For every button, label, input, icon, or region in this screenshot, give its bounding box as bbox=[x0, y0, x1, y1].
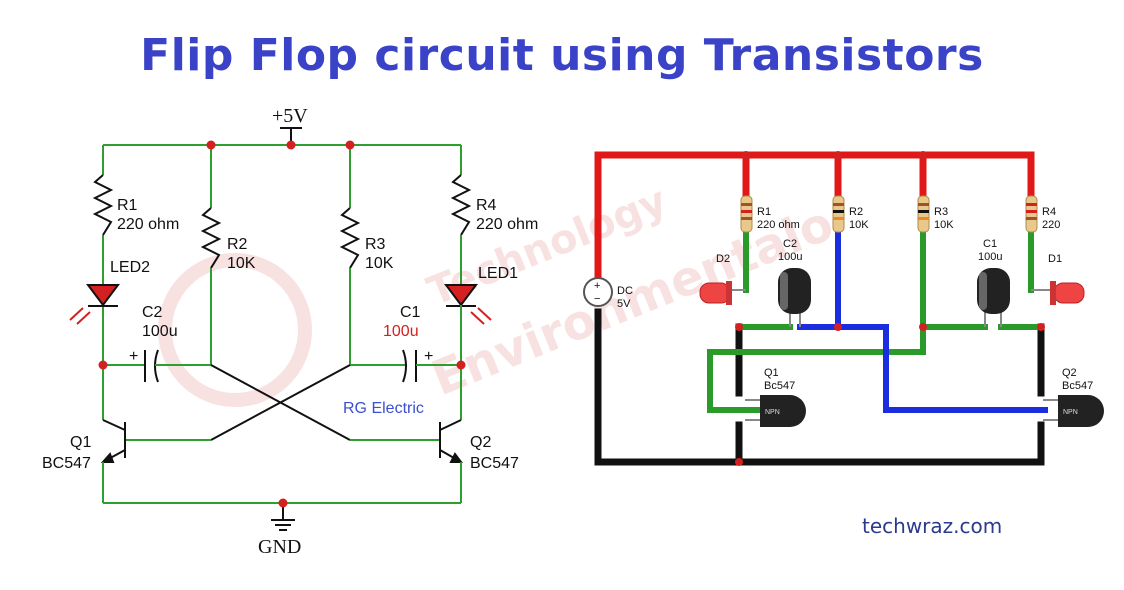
bb-q1-name: Q1 bbox=[764, 367, 779, 379]
bb-r1-name: R1 bbox=[757, 206, 771, 218]
r2-name: R2 bbox=[227, 236, 248, 253]
led2-label: LED2 bbox=[110, 259, 150, 276]
bb-r4-value: 220 bbox=[1042, 219, 1060, 231]
bb-q2-name: Q2 bbox=[1062, 367, 1077, 379]
vcc-wire bbox=[594, 151, 1035, 286]
q2-part: BC547 bbox=[470, 455, 519, 472]
supply-label: +5V bbox=[272, 105, 308, 127]
bb-r2 bbox=[832, 195, 845, 233]
bb-r3 bbox=[917, 195, 930, 233]
q2-transistor bbox=[439, 419, 463, 463]
r3-resistor bbox=[339, 207, 361, 269]
led1-symbol bbox=[444, 284, 478, 307]
page-title: Flip Flop circuit using Transistors bbox=[140, 30, 984, 81]
r1-name: R1 bbox=[117, 197, 138, 214]
schematic-nodes bbox=[98, 140, 466, 508]
bb-c2-value: 100u bbox=[778, 251, 802, 263]
dc-plus: + bbox=[594, 280, 600, 292]
bb-r4 bbox=[1025, 195, 1038, 233]
r2-resistor bbox=[200, 207, 222, 269]
bb-q2: NPN bbox=[1043, 395, 1104, 427]
bb-r3-name: R3 bbox=[934, 206, 948, 218]
bb-r1-value: 220 ohm bbox=[757, 219, 800, 231]
r4-name: R4 bbox=[476, 197, 497, 214]
r4-resistor bbox=[450, 174, 472, 236]
bb-q1-npn: NPN bbox=[765, 409, 780, 416]
dc-minus: − bbox=[594, 293, 600, 305]
bb-q2-part: Bc547 bbox=[1062, 380, 1093, 392]
bb-q1: NPN bbox=[745, 395, 806, 427]
bb-c1 bbox=[977, 268, 1010, 327]
gnd-wire bbox=[594, 308, 1045, 466]
r1-value: 220 ohm bbox=[117, 216, 179, 233]
c1-name: C1 bbox=[400, 304, 421, 321]
dc-value: 5V bbox=[617, 298, 631, 310]
q1-name: Q1 bbox=[70, 434, 91, 451]
breadboard bbox=[594, 151, 1048, 466]
r1-resistor bbox=[92, 174, 114, 236]
bb-c2-name: C2 bbox=[783, 238, 797, 250]
dc-label: DC bbox=[617, 285, 633, 297]
c2-name: C2 bbox=[142, 304, 163, 321]
website-label: techwraz.com bbox=[862, 514, 1003, 538]
cross-wire-b bbox=[210, 364, 351, 441]
schematic bbox=[69, 127, 492, 531]
bb-d2 bbox=[699, 281, 746, 305]
bb-resistors bbox=[740, 195, 1038, 233]
bb-r2-value: 10K bbox=[849, 219, 869, 231]
bb-c1-name: C1 bbox=[983, 238, 997, 250]
bb-r2-name: R2 bbox=[849, 206, 863, 218]
bb-r3-value: 10K bbox=[934, 219, 954, 231]
bb-c2 bbox=[778, 268, 811, 327]
q2-name: Q2 bbox=[470, 434, 491, 451]
c2-value: 100u bbox=[142, 323, 178, 340]
ground-label: GND bbox=[258, 536, 301, 558]
c1-plus: + bbox=[424, 348, 433, 365]
watermark-ring bbox=[158, 253, 312, 407]
q1-transistor bbox=[100, 419, 126, 463]
brand-label: RG Electric bbox=[343, 400, 424, 417]
dc-source: + − bbox=[583, 277, 613, 307]
q1-part: BC547 bbox=[42, 455, 91, 472]
breadboard-nodes bbox=[735, 151, 1045, 466]
r2-value: 10K bbox=[227, 255, 256, 272]
r4-value: 220 ohm bbox=[476, 216, 538, 233]
bb-r1 bbox=[740, 195, 753, 233]
bb-q1-part: Bc547 bbox=[764, 380, 795, 392]
led2-symbol bbox=[86, 284, 120, 307]
led1-label: LED1 bbox=[478, 265, 518, 282]
bb-q2-npn: NPN bbox=[1063, 409, 1078, 416]
bb-d2-label: D2 bbox=[716, 253, 730, 265]
bb-d1 bbox=[1031, 281, 1085, 305]
r3-value: 10K bbox=[365, 255, 394, 272]
bb-d1-label: D1 bbox=[1048, 253, 1062, 265]
bb-r4-name: R4 bbox=[1042, 206, 1056, 218]
c1-value: 100u bbox=[383, 323, 419, 340]
bb-c1-value: 100u bbox=[978, 251, 1002, 263]
r3-name: R3 bbox=[365, 236, 386, 253]
c2-plus: + bbox=[129, 348, 138, 365]
